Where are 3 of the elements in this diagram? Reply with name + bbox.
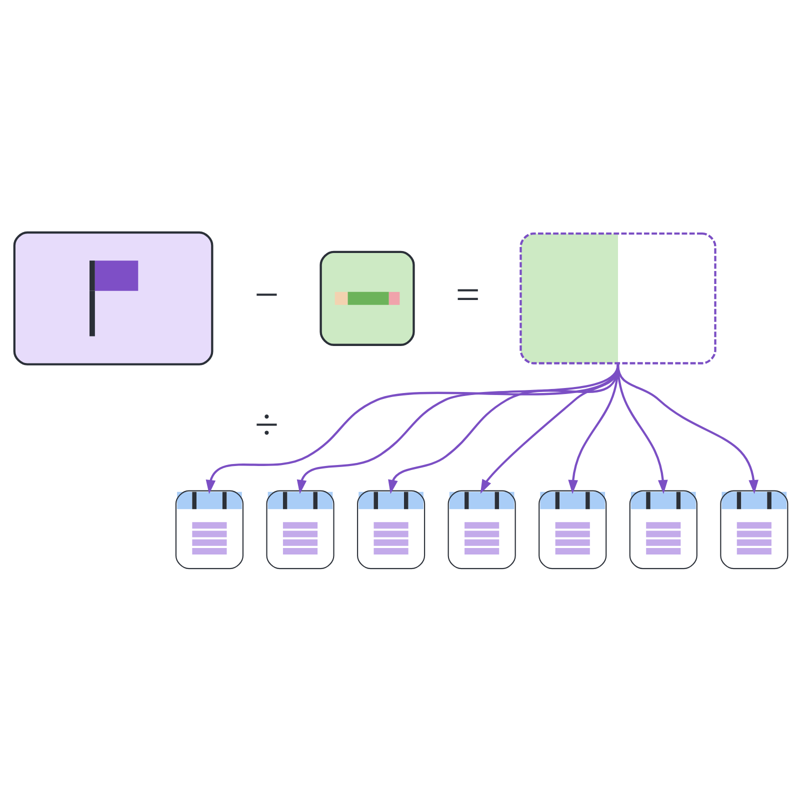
label: = [455,271,480,320]
label: ÷ [254,400,278,449]
label: − [254,271,278,320]
